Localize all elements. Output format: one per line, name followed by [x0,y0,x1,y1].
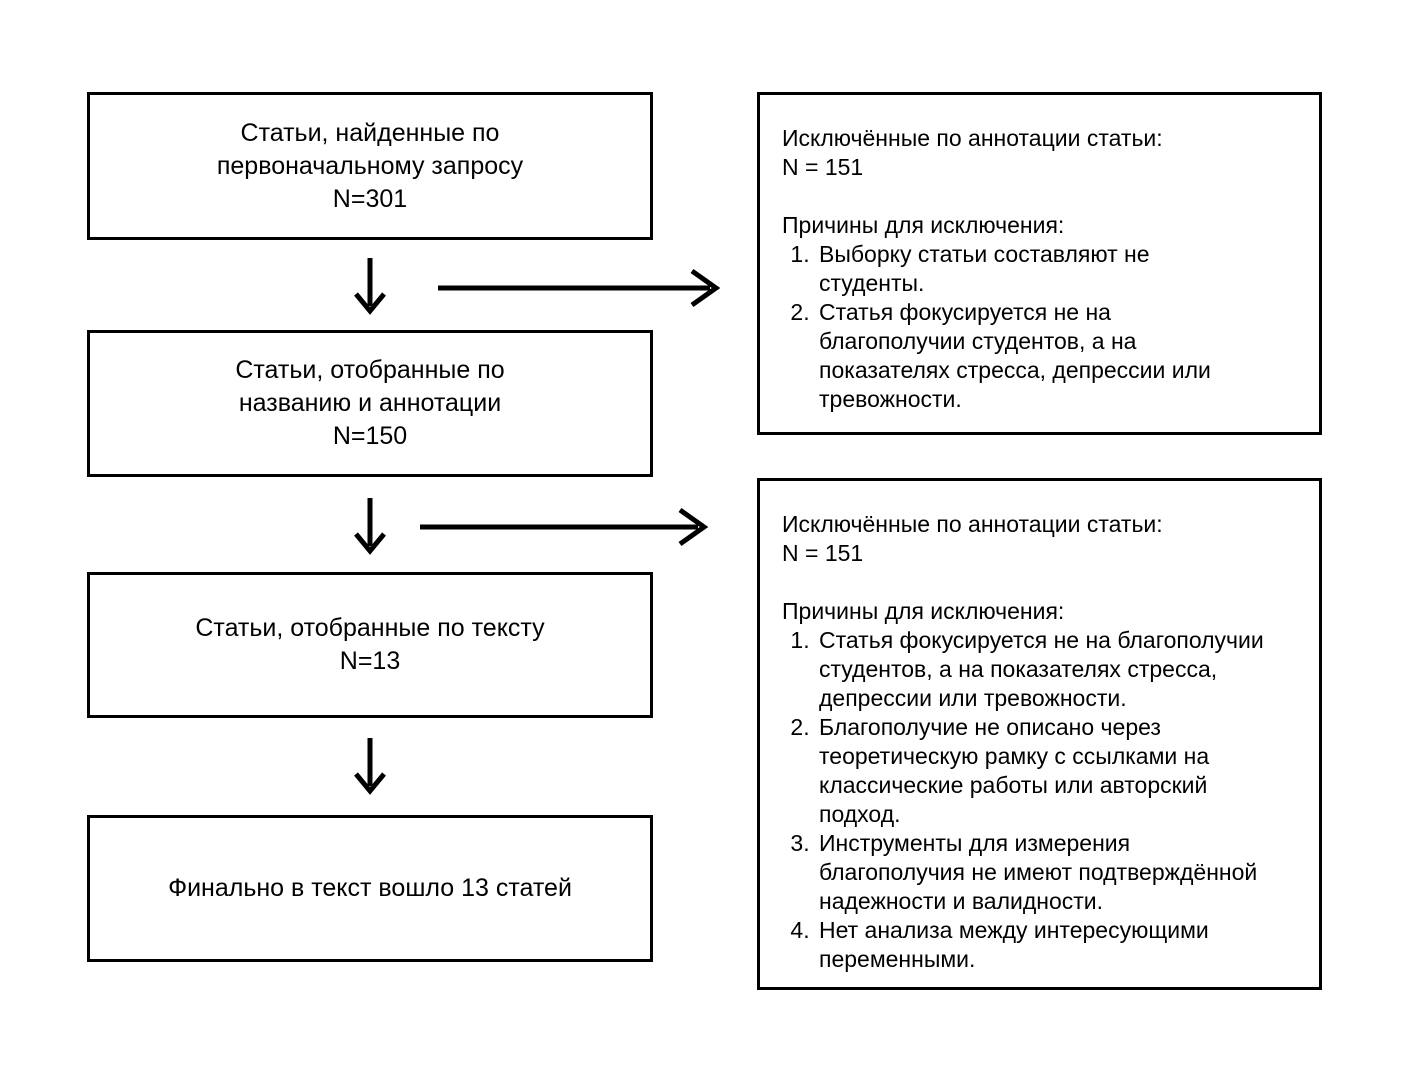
down-arrow-icon-1 [354,258,386,315]
flow-box-initial-query-text: Статьи, найденные по первоначальному зап… [216,118,524,213]
flow-box-fulltext-screening-text: Статьи, отобранные по тексту N=13 [195,614,545,675]
exclusion-box-2-count: N = 151 [782,540,864,566]
reason-item: Статья фокусируется не на благополучии с… [816,298,1305,414]
exclusion-box-2-reasons-label: Причины для исключения: [782,598,1065,624]
reason-item: Выборку статьи составляют не студенты. [816,240,1305,298]
down-arrow-icon-2 [354,498,386,555]
reason-item: Нет анализа между интересующими переменн… [816,916,1305,974]
flow-box-final-included-text: Финально в текст вошло 13 статей [168,874,572,902]
exclusion-box-1-count: N = 151 [782,154,864,180]
reason-item: Статья фокусируется не на благополучии с… [816,626,1305,713]
flow-box-title-abstract-screening: Статьи, отобранные по названию и аннотац… [87,330,653,477]
exclusion-box-abstract-2: Исключённые по аннотации статьи: N = 151… [757,478,1322,990]
flow-box-title-abstract-screening-text: Статьи, отобранные по названию и аннотац… [235,356,505,450]
right-arrow-icon-2 [420,507,709,547]
flow-box-final-included: Финально в текст вошло 13 статей [87,815,653,962]
flow-box-initial-query: Статьи, найденные по первоначальному зап… [87,92,653,240]
down-arrow-icon-3 [354,738,386,795]
reason-item: Благополучие не описано через теоретичес… [816,713,1305,829]
right-arrow-icon-1 [438,268,721,308]
exclusion-box-2-reasons-list: Статья фокусируется не на благополучии с… [782,626,1305,974]
exclusion-box-1-reasons-label: Причины для исключения: [782,212,1065,238]
exclusion-box-1-reasons-list: Выборку статьи составляют не студенты. С… [782,240,1305,414]
flow-box-fulltext-screening: Статьи, отобранные по тексту N=13 [87,572,653,718]
exclusion-box-2-header: Исключённые по аннотации статьи: [782,511,1163,537]
exclusion-box-1-header: Исключённые по аннотации статьи: [782,125,1163,151]
reason-item: Инструменты для измерения благополучия н… [816,829,1305,916]
exclusion-box-abstract-1: Исключённые по аннотации статьи: N = 151… [757,92,1322,435]
